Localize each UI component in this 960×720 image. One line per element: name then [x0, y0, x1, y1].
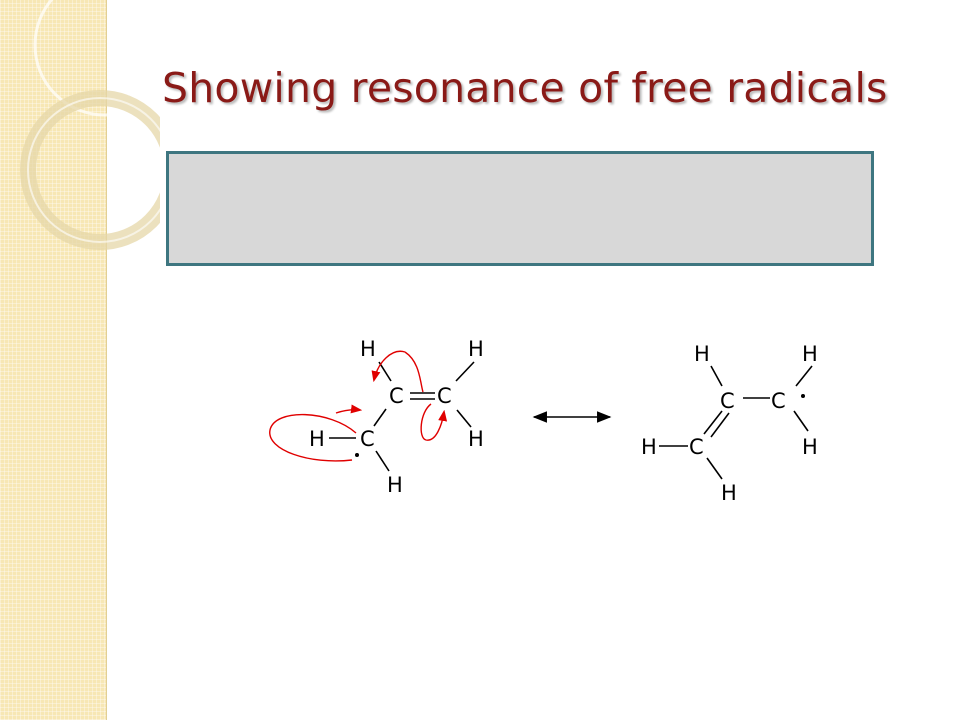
decorative-rings [20, 0, 160, 250]
curved-arrow-double-bond [371, 350, 406, 383]
atom-h: H [468, 427, 484, 451]
atom-h: H [802, 342, 818, 366]
atom-h: H [641, 435, 657, 459]
curved-arrow-double-bond-tail [404, 351, 424, 393]
bond-h-c3 [455, 361, 475, 382]
atom-h: H [802, 435, 818, 459]
slide-title: Showing resonance of free radicals [162, 64, 888, 112]
content-box [166, 151, 874, 266]
atom-c: C [360, 427, 375, 451]
atom-h: H [360, 337, 376, 361]
bond-c2-c1 [703, 410, 723, 435]
atom-c: C [437, 384, 452, 408]
bond-c3-h [456, 409, 472, 428]
bond-h-c2 [710, 365, 723, 387]
atom-c: C [720, 389, 735, 413]
radical-dot [355, 453, 359, 457]
bond-c1-h [706, 457, 723, 480]
curved-arrow-to-carbon [420, 403, 448, 441]
atom-c: C [389, 384, 404, 408]
atom-h: H [694, 342, 710, 366]
curved-arrow-to-bond [269, 413, 357, 462]
atom-c: C [771, 389, 786, 413]
atom-h: H [468, 337, 484, 361]
bond-h-c3 [795, 365, 813, 387]
atom-h: H [387, 473, 403, 497]
atom-h: H [309, 427, 325, 451]
radical-dot [801, 394, 805, 398]
structure-left: H H C C H C H H [269, 337, 484, 497]
bond-c2-c1 [373, 408, 387, 427]
bond-c3-h [793, 410, 809, 432]
structure-right: H H C C H C H H [641, 342, 818, 505]
curved-arrow-head-1 [335, 404, 363, 414]
bond-h-c2 [378, 361, 392, 382]
bond-c2-c1-double [710, 412, 730, 438]
atom-h: H [721, 481, 737, 505]
atom-c: C [689, 435, 704, 459]
bond-c1-h [375, 450, 390, 472]
